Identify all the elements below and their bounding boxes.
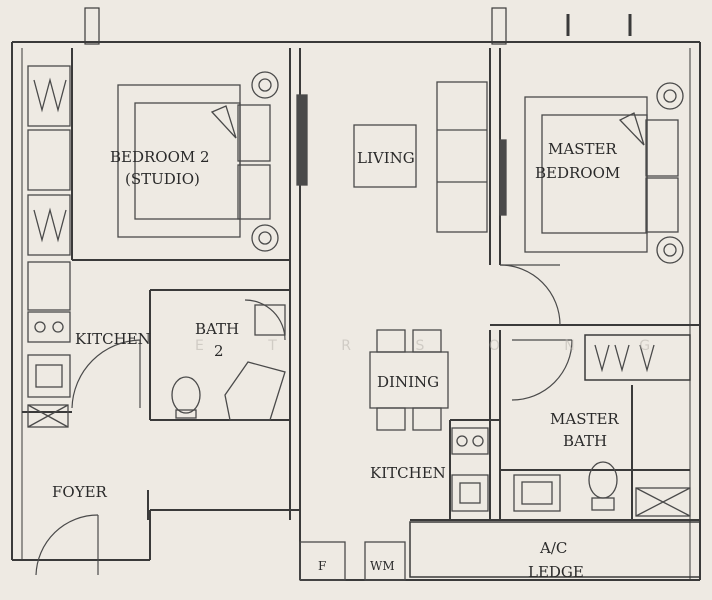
kitchen-left-label: KITCHEN <box>75 330 151 348</box>
walls <box>11 7 701 581</box>
sofa-living <box>296 81 507 233</box>
master-bath-label-line2: BATH <box>563 432 607 450</box>
master-bedroom-label-line2: BEDROOM <box>535 164 620 182</box>
dining-set <box>369 329 449 431</box>
bath2-fixtures <box>171 304 286 421</box>
master-bath-fixtures <box>513 344 691 517</box>
master-bedroom-label-line1: MASTER <box>548 140 617 158</box>
dining-label: DINING <box>377 373 439 391</box>
doors <box>35 264 573 576</box>
bath2-label-line2: 2 <box>214 342 224 360</box>
bedroom2-label-line1: BEDROOM 2 <box>110 148 210 166</box>
ac-ledge-label-line2: LEDGE <box>528 563 584 581</box>
living-label: LIVING <box>357 149 415 167</box>
bed-master <box>524 82 684 264</box>
fridge-label: F <box>318 559 326 573</box>
bedroom2-label-line2: (STUDIO) <box>125 170 200 188</box>
washer-label: WM <box>370 559 395 573</box>
kitchen-right-label: KITCHEN <box>370 464 446 482</box>
master-bath-label-line1: MASTER <box>550 410 619 428</box>
foyer-label: FOYER <box>52 483 108 501</box>
kitchen-right-fixtures <box>451 427 489 512</box>
kitchen-left-fixtures <box>27 65 71 428</box>
watermark: E T R S O N G . H <box>195 338 712 354</box>
utility-boxes <box>299 541 406 581</box>
bed-bedroom2 <box>117 71 279 252</box>
bath2-label-line1: BATH <box>195 320 239 338</box>
ac-ledge-label-line1: A/C <box>539 539 567 557</box>
